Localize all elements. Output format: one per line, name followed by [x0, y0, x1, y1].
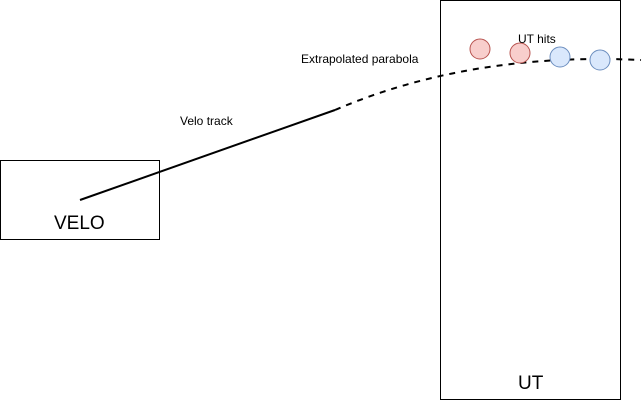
ut-hit-blue [589, 49, 611, 71]
velo-track-label: Velo track [180, 114, 233, 128]
extrapolated-parabola-label: Extrapolated parabola [301, 52, 419, 66]
ut-hit-blue [549, 46, 571, 68]
ut-hit-red [509, 42, 531, 64]
ut-box [440, 0, 621, 400]
ut-hits-label: UT hits [518, 32, 556, 46]
ut-hit-red [469, 38, 491, 60]
ut-label: UT [518, 373, 544, 394]
velo-track-line [79, 109, 336, 201]
velo-label: VELO [54, 213, 105, 234]
